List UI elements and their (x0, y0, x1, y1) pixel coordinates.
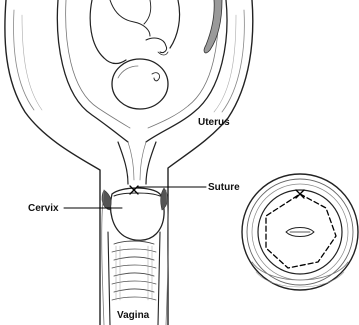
vagina-label: Vagina (117, 311, 149, 321)
cervix-label: Cervix (28, 204, 59, 214)
cervix (102, 186, 168, 240)
cervix-inset (242, 174, 358, 290)
placenta (204, 0, 222, 53)
fetus (90, 0, 179, 109)
cervical-canal (118, 142, 156, 184)
suture-label: Suture (208, 183, 240, 193)
uterus-label: Uterus (198, 118, 230, 128)
